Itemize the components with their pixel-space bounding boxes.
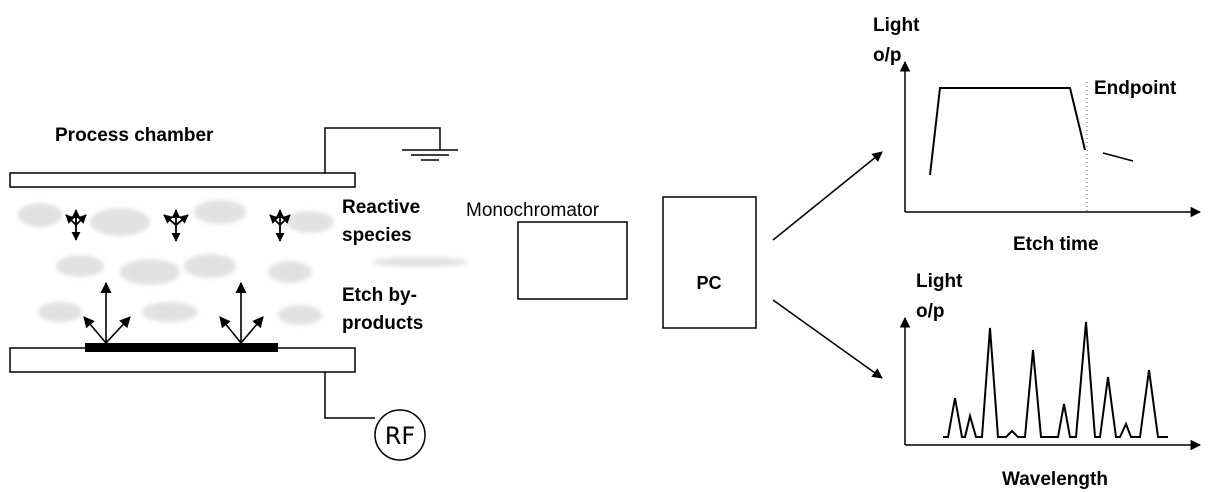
pc-box	[662, 196, 757, 329]
endpoint-plot: Light o/p Endpoint Etch time	[873, 15, 1202, 255]
pc: PC	[662, 196, 757, 329]
process-chamber: Process chamber RF	[9, 125, 458, 461]
plasma-particle-icon	[163, 209, 189, 242]
spectrum-plot: Light o/p Wavelength	[899, 271, 1202, 490]
pc-to-spectrum-arrow	[772, 299, 883, 379]
reactive-species-label-line1: Reactive	[342, 197, 420, 218]
etch-byproducts-label-line1: Etch by-	[342, 285, 417, 306]
emission-arrow-icon	[219, 281, 264, 344]
rf-source-icon	[374, 409, 426, 461]
pc-to-endpoint-arrow	[772, 151, 883, 241]
reactive-species-label-line2: species	[342, 225, 412, 246]
plasma-particle-icon	[65, 209, 87, 241]
wafer	[85, 343, 278, 352]
ground-icon	[402, 149, 458, 161]
endpoint-signal-trace	[929, 87, 1086, 176]
monochromator-box	[517, 221, 628, 300]
plasma-particle-icon	[269, 209, 291, 242]
rf-label: RF	[385, 422, 415, 450]
endpoint-plot-ylabel-line1: Light	[873, 15, 920, 36]
spectrum-plot-xlabel: Wavelength	[1002, 469, 1108, 490]
endpoint-signal-tail	[1102, 152, 1134, 162]
endpoint-plot-ylabel-line2: o/p	[873, 45, 902, 66]
monochromator: Monochromator	[466, 200, 628, 300]
top-electrode	[9, 172, 356, 188]
endpoint-annotation: Endpoint	[1094, 78, 1177, 99]
rf-connection: RF	[324, 372, 426, 461]
emission-spectrum-trace	[943, 321, 1168, 438]
plasma-haze	[18, 200, 468, 325]
process-chamber-label: Process chamber	[55, 125, 214, 146]
ground-connection	[324, 127, 458, 173]
spectrum-plot-ylabel-line2: o/p	[916, 301, 945, 322]
spectrum-plot-ylabel-line1: Light	[916, 271, 963, 292]
reactive-species-particles	[65, 209, 291, 242]
pc-label: PC	[696, 273, 721, 293]
monochromator-label: Monochromator	[466, 200, 600, 221]
emission-arrow-icon	[83, 281, 131, 344]
etch-byproducts-label-line2: products	[342, 313, 423, 334]
endpoint-plot-xlabel: Etch time	[1013, 234, 1099, 255]
etch-byproduct-arrows	[83, 281, 264, 344]
